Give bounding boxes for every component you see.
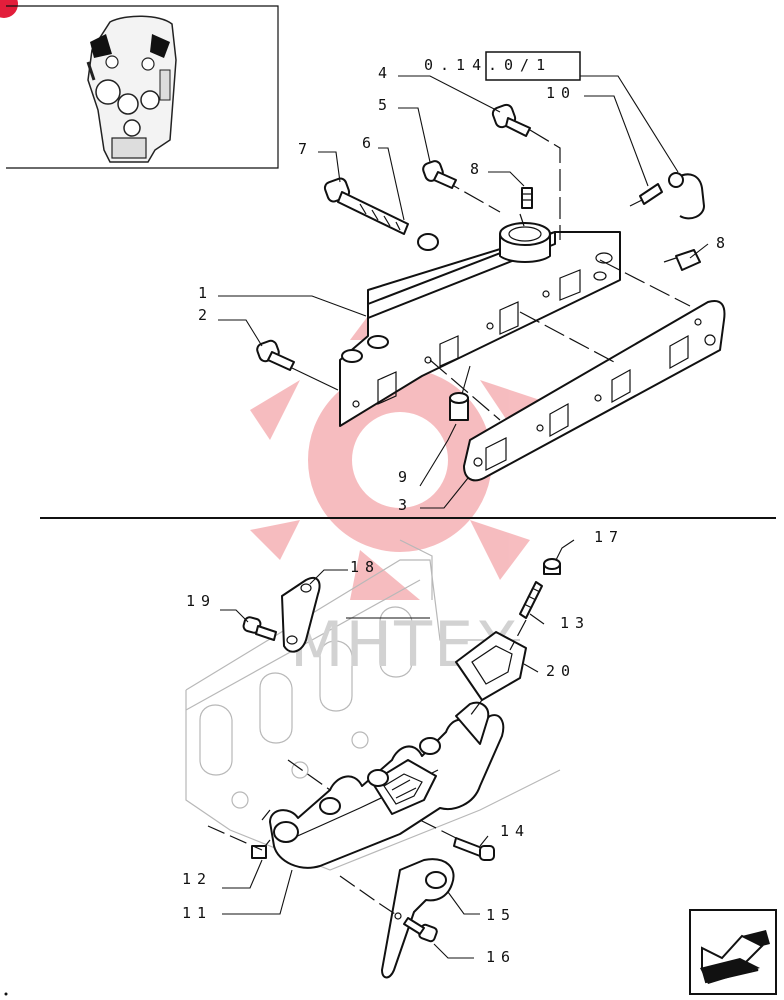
callout-12: 12 — [182, 870, 212, 888]
callout-1: 1 — [198, 284, 213, 302]
bracket-part-18[interactable] — [281, 576, 321, 653]
page-dot — [4, 992, 8, 996]
bolt-part-19[interactable] — [242, 616, 277, 641]
upper-leaders — [218, 75, 709, 509]
callout-8-top: 8 — [470, 160, 485, 178]
nut-part-17[interactable] — [543, 558, 561, 575]
reference-code[interactable]: 0.14 .0/1 — [424, 51, 581, 81]
callout-19: 19 — [186, 592, 216, 610]
manifold-part-1[interactable] — [339, 222, 621, 427]
callout-3: 3 — [398, 496, 413, 514]
sensor-part-8-right[interactable] — [663, 249, 701, 271]
nut-part-9[interactable] — [449, 392, 469, 421]
arrow-back-icon — [700, 930, 770, 984]
callout-10: 10 — [546, 84, 576, 102]
callout-4: 4 — [378, 64, 393, 82]
exhaust-manifold-part-11[interactable] — [261, 701, 505, 869]
callout-17: 17 — [594, 528, 624, 546]
sensor-part-10[interactable] — [629, 172, 705, 220]
callout-2: 2 — [198, 306, 213, 324]
callout-20: 20 — [546, 662, 576, 680]
callout-18: 18 — [350, 558, 380, 576]
alignment-lines — [429, 129, 691, 421]
lower-alignment-lines — [207, 619, 527, 917]
stud-part-12[interactable] — [251, 845, 267, 859]
callout-9: 9 — [398, 468, 413, 486]
callout-13: 13 — [560, 614, 590, 632]
bolt-part-2[interactable] — [256, 339, 295, 371]
engine-thumbnail[interactable] — [6, 5, 279, 169]
bolt-part-14[interactable] — [453, 837, 495, 861]
bolt-part-4[interactable] — [491, 103, 531, 137]
reference-part-b: .0/1 — [488, 56, 552, 74]
back-nav-button[interactable] — [689, 909, 777, 995]
callout-6: 6 — [362, 134, 377, 152]
stud-part-8-top[interactable] — [521, 187, 533, 209]
callout-15: 15 — [486, 906, 516, 924]
reference-box — [485, 51, 581, 81]
callout-11: 11 — [182, 904, 212, 922]
bolt-part-16[interactable] — [403, 917, 438, 943]
long-bolt-part-7[interactable] — [323, 177, 409, 235]
engine-thumbnail-icon — [86, 15, 177, 163]
callout-7: 7 — [298, 140, 313, 158]
reference-part-a: 0.14 — [424, 56, 488, 74]
gasket-part-20[interactable] — [455, 631, 527, 701]
bracket-part-15[interactable] — [381, 858, 455, 979]
callout-8-right: 8 — [716, 234, 731, 252]
callout-5: 5 — [378, 96, 393, 114]
bolt-part-5[interactable] — [421, 159, 457, 189]
stud-part-13[interactable] — [519, 581, 543, 619]
callout-14: 14 — [500, 822, 530, 840]
callout-16: 16 — [486, 948, 516, 966]
corner-badge-icon — [0, 0, 18, 18]
lower-leaders — [220, 539, 575, 959]
ring-part-6[interactable] — [417, 233, 439, 251]
gasket-part-3[interactable] — [463, 300, 726, 482]
